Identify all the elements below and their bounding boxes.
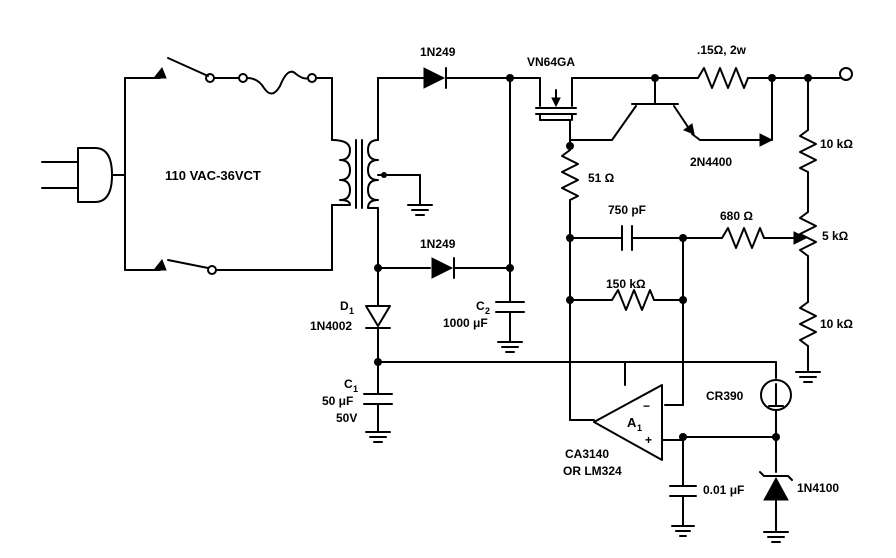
capacitor-750pf [569, 225, 723, 251]
diode-1n249-top [423, 67, 447, 89]
r-10k-top-label: 10 kΩ [820, 137, 853, 151]
diode-mid-label: 1N249 [420, 237, 456, 251]
c2-sub: 2 [485, 306, 490, 316]
opamp-name: A [627, 415, 637, 430]
opamp-a1 [569, 384, 684, 461]
opamp-part1: CA3140 [565, 447, 609, 461]
resistor-51 [561, 149, 579, 201]
transistor-label: 2N4400 [690, 155, 732, 169]
ac-plug-icon [41, 77, 126, 271]
zener-label: 1N4100 [797, 481, 839, 495]
r-150k-label: 150 kΩ [606, 277, 646, 291]
capacitor-0-01uf [669, 436, 697, 537]
transformer [331, 77, 433, 271]
c2-name: C [476, 299, 485, 313]
opamp-minus: − [643, 399, 650, 413]
bottom-power-switch [124, 204, 333, 275]
transistor-2n4400 [569, 77, 774, 147]
c-001-label: 0.01 μF [703, 483, 744, 497]
r-10k-bot-label: 10 kΩ [820, 317, 853, 331]
c1-sub: 1 [353, 384, 358, 394]
pot-5k-label: 5 kΩ [822, 229, 849, 243]
resistor-10k-bottom [799, 301, 817, 347]
r-51-label: 51 Ω [588, 171, 615, 185]
diode-1n249-mid [431, 257, 455, 279]
zener-1n4100 [759, 471, 793, 543]
mosfet-vn64ga [535, 77, 577, 141]
top-power-switch [124, 57, 239, 83]
cr390-label: CR390 [706, 389, 744, 403]
potentiometer-5k [799, 211, 817, 257]
capacitor-c2 [495, 267, 525, 353]
opamp-plus: + [645, 433, 652, 447]
diode-d1 [365, 305, 391, 329]
d1-name: D [340, 299, 349, 313]
d1-sub: 1 [349, 306, 354, 316]
resistor-150k [569, 289, 684, 311]
opamp-part2: OR LM324 [563, 464, 622, 478]
c1-value: 50 μF [322, 394, 353, 408]
resistor-680 [721, 227, 808, 249]
diode-top-label: 1N249 [420, 45, 456, 59]
resistor-sense [697, 67, 853, 89]
c2-value: 1000 μF [443, 316, 488, 330]
current-regulator-cr390 [760, 379, 792, 411]
d1-part: 1N4002 [310, 319, 352, 333]
c-750-label: 750 pF [608, 203, 646, 217]
mosfet-label: VN64GA [527, 55, 575, 69]
r-680-label: 680 Ω [720, 209, 753, 223]
resistor-10k-top [799, 129, 817, 173]
opamp-sub: 1 [637, 423, 642, 433]
c1-name: C [344, 377, 353, 391]
capacitor-c1 [363, 393, 393, 443]
r-sense-label: .15Ω, 2w [697, 43, 747, 57]
fuse [238, 70, 333, 141]
c1-voltage: 50V [336, 411, 357, 425]
transformer-label: 110 VAC-36VCT [165, 168, 261, 183]
